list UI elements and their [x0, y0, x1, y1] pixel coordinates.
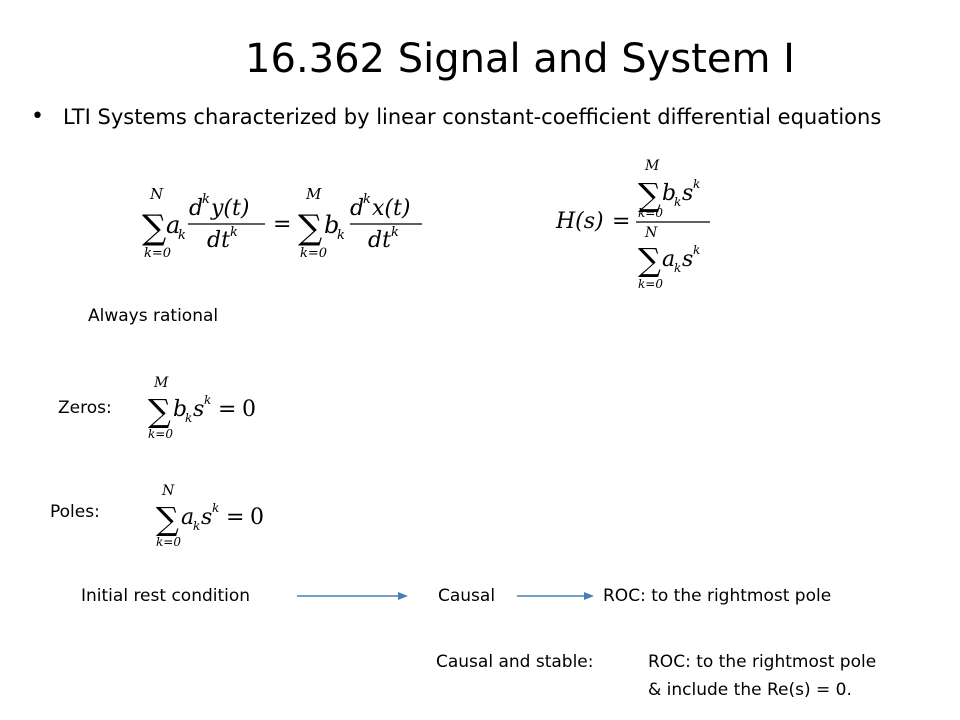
eq1-sum-right: ∑ [298, 208, 322, 248]
differential-equation: N ∑ k=0 a k d k y(t) dt k = M ∑ k=0 b k [142, 185, 345, 261]
eq1-a: a [166, 211, 180, 239]
eq1-d-top-right: d [350, 196, 364, 221]
zeros-b-sub: k [185, 411, 192, 425]
zeros-equals: = [218, 397, 236, 422]
causal-stable-roc-line2: & include the Re(s) = 0. [648, 680, 852, 700]
tf-num-s-sup: k [693, 177, 700, 191]
eq1-sum-left: ∑ [142, 208, 166, 248]
tf-den-a: a [662, 247, 675, 272]
eq1-upper-N: N [149, 185, 164, 203]
zeros-sum: ∑ [148, 392, 171, 430]
eq1-d-sup: k [202, 192, 210, 207]
eq1-b-sub: k [337, 228, 345, 243]
causal-label: Causal [438, 586, 496, 606]
poles-s-sup: k [212, 501, 219, 515]
bullet-text: LTI Systems characterized by linear cons… [63, 105, 882, 129]
zeros-s-sup: k [204, 393, 211, 407]
initial-rest-label: Initial rest condition [81, 586, 251, 606]
bullet-marker: • [31, 104, 44, 129]
poles-sum: ∑ [156, 500, 179, 538]
eq1-dt-left: dt [207, 228, 230, 253]
tf-den-k0: k=0 [638, 277, 663, 291]
zeros-k0: k=0 [148, 427, 173, 441]
eq1-d-sup-right: k [363, 192, 371, 207]
tf-equals: = [612, 209, 630, 234]
tf-den-sum: ∑ [638, 241, 661, 279]
poles-zero: 0 [250, 505, 264, 530]
tf-num-b-sub: k [674, 195, 681, 209]
eq1-b: b [324, 211, 339, 239]
roc-rightmost-label: ROC: to the rightmost pole [603, 586, 832, 606]
poles-equals: = [226, 505, 244, 530]
causal-stable-label: Causal and stable: [436, 652, 594, 672]
poles-k0: k=0 [156, 535, 181, 549]
slide-title: 16.362 Signal and System I [245, 36, 795, 82]
zeros-s: s [193, 397, 204, 422]
poles-label: Poles: [50, 502, 100, 522]
tf-num-k0: k=0 [638, 206, 663, 220]
zeros-equation: M ∑ k=0 b k s k = 0 [148, 375, 256, 441]
differential-equation-rhs-fraction: d k x(t) dt k [350, 192, 422, 253]
eq1-y-of-t: y(t) [210, 196, 249, 221]
tf-den-s: s [682, 247, 693, 272]
poles-equation: N ∑ k=0 a k s k = 0 [156, 483, 264, 549]
zeros-label: Zeros: [58, 398, 112, 418]
tf-num-upper-M: M [644, 158, 660, 174]
causal-stable-roc-line1: ROC: to the rightmost pole [648, 652, 877, 672]
poles-upper-N: N [161, 483, 175, 499]
poles-s: s [201, 505, 212, 530]
tf-num-b: b [662, 181, 676, 206]
eq1-dt-right: dt [368, 228, 391, 253]
eq1-lower-k0-left: k=0 [144, 246, 171, 261]
tf-den-a-sub: k [674, 261, 681, 275]
zeros-b: b [173, 397, 187, 422]
eq1-equals: = [273, 212, 291, 237]
tf-H-of-s: H(s) [555, 209, 604, 234]
tf-den-upper-N: N [644, 225, 658, 241]
poles-a-sub: k [193, 519, 200, 533]
eq1-lower-k0-right: k=0 [300, 246, 327, 261]
eq1-a-sub: k [178, 228, 186, 243]
poles-a: a [181, 505, 194, 530]
zeros-zero: 0 [242, 397, 256, 422]
tf-den-s-sup: k [693, 243, 700, 257]
eq1-dt-sup-right: k [391, 225, 399, 240]
tf-num-s: s [682, 181, 693, 206]
arrow-icon [517, 592, 594, 600]
eq1-dt-sup-left: k [230, 225, 238, 240]
eq1-x-of-t: x(t) [372, 196, 410, 221]
tf-num-sum: ∑ [638, 176, 661, 214]
transfer-function: H(s) = M ∑ k=0 b k s k N ∑ k=0 a k s k [555, 158, 710, 291]
eq1-d-top: d [189, 196, 203, 221]
arrow-icon [297, 592, 408, 600]
zeros-upper-M: M [153, 375, 169, 391]
always-rational-label: Always rational [88, 306, 219, 326]
eq1-upper-M: M [305, 185, 322, 203]
